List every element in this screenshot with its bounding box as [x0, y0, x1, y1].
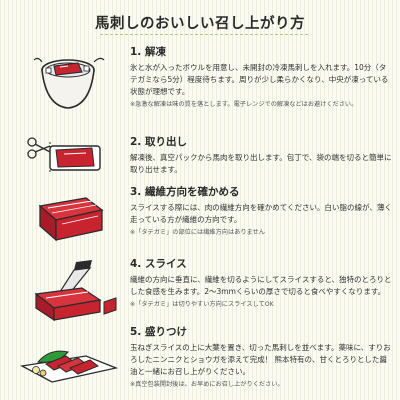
step-body: 氷と水が入ったボウルを用意し、未開封の冷凍馬刺しを入れます。10分（タテガミなら…: [130, 63, 389, 96]
step-body: 玉ねぎスライスの上に大葉を置き、切った馬刺しを並べます。薬味に、すりおろしたニン…: [130, 343, 391, 376]
plated-dish-icon: [16, 326, 120, 390]
page-title: 馬刺しのおいしい召し上がり方: [95, 16, 305, 32]
step-heading: 1. 解凍: [130, 46, 166, 58]
step-4-content: 4. スライス 繊維の方向に垂直に、繊維を切るようにしてスライスすると、独特のと…: [130, 256, 392, 309]
step-4: 4. スライス 繊維の方向に垂直に、繊維を切るようにしてスライスすると、独特のと…: [4, 256, 396, 330]
bowl-icon: [16, 50, 120, 120]
step-body: スライスする際には、肉の繊維方向を確かめてください。白い脂の線が、薄く走っている…: [130, 203, 392, 224]
pack-scissors-icon: [16, 134, 120, 178]
step-2-content: 2. 取り出し 解凍後、真空パックから馬肉を取り出します。包丁で、袋の端を切ると…: [130, 134, 392, 176]
step-note: ※「タテガミ」の部位には繊維方向はありません: [130, 229, 265, 236]
title-divider: [100, 34, 308, 35]
step-2: 2. 取り出し 解凍後、真空パックから馬肉を取り出します。包丁で、袋の端を切ると…: [4, 134, 396, 182]
step-note: ※急激な解凍は味の質を落とします。電子レンジでの解凍などはお避けください。: [130, 101, 358, 108]
step-body: 解凍後、真空パックから馬肉を取り出します。包丁で、袋の端を切ると簡単に取り出せま…: [130, 153, 392, 174]
step-3-content: 3. 繊維方向を確かめる スライスする際には、肉の繊維方向を確かめてください。白…: [130, 184, 392, 237]
step-5-content: 5. 盛りつけ 玉ねぎスライスの上に大葉を置き、切った馬刺しを並べます。薬味に、…: [130, 324, 392, 389]
step-1-content: 1. 解凍 氷と水が入ったボウルを用意し、未開封の冷凍馬刺しを入れます。10分（…: [130, 44, 392, 109]
step-heading: 4. スライス: [130, 258, 187, 270]
step-3: 3. 繊維方向を確かめる スライスする際には、肉の繊維方向を確かめてください。白…: [4, 184, 396, 252]
step-heading: 2. 取り出し: [130, 136, 187, 148]
step-1: 1. 解凍 氷と水が入ったボウルを用意し、未開封の冷凍馬刺しを入れます。10分（…: [4, 44, 396, 130]
knife-slicing-icon: [16, 258, 120, 322]
recipe-card: 馬刺しのおいしい召し上がり方 1. 解凍 氷と水が入ったボウルを用意し、未開封の…: [4, 4, 396, 396]
step-body: 繊維の方向に垂直に、繊維を切るようにしてスライスすると、独特のとろりとした食感を…: [130, 275, 392, 296]
step-5: 5. 盛りつけ 玉ねぎスライスの上に大葉を置き、切った馬刺しを並べます。薬味に、…: [4, 324, 396, 396]
step-note: ※「タテガミ」は切りやすい方向にスライスしてOK: [130, 301, 274, 308]
meat-block-icon: [16, 188, 120, 244]
step-heading: 3. 繊維方向を確かめる: [130, 186, 240, 198]
step-heading: 5. 盛りつけ: [130, 326, 188, 338]
step-note: ※真空包装開封後は、お早めにお召し上がりください。: [130, 381, 284, 388]
